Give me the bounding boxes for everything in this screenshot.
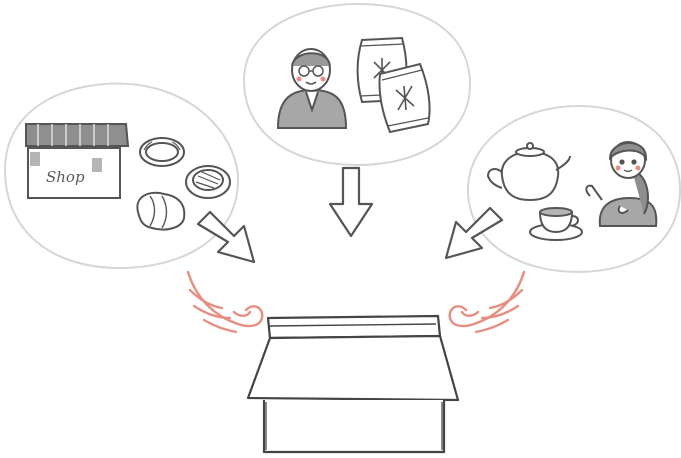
teapot-icon [486,142,571,202]
shop-sign-text: Shop [46,168,85,186]
wing-icon [448,270,526,334]
arrow-down-right-icon [196,210,256,264]
bread-roll-icon [136,191,186,231]
tart-icon [139,137,185,167]
shop-icon: Shop [25,123,130,199]
elderly-man-icon [276,48,348,129]
woman-icon [585,141,658,227]
teacup-icon [529,207,583,241]
cookie-icon [185,165,231,199]
arrow-down-icon [328,166,374,238]
right-bubble [466,104,681,274]
arrow-down-left-icon [444,206,504,260]
tea-canister-icon [378,62,431,134]
wing-icon [186,270,264,334]
top-bubble [242,2,472,167]
box-icon [246,314,460,454]
